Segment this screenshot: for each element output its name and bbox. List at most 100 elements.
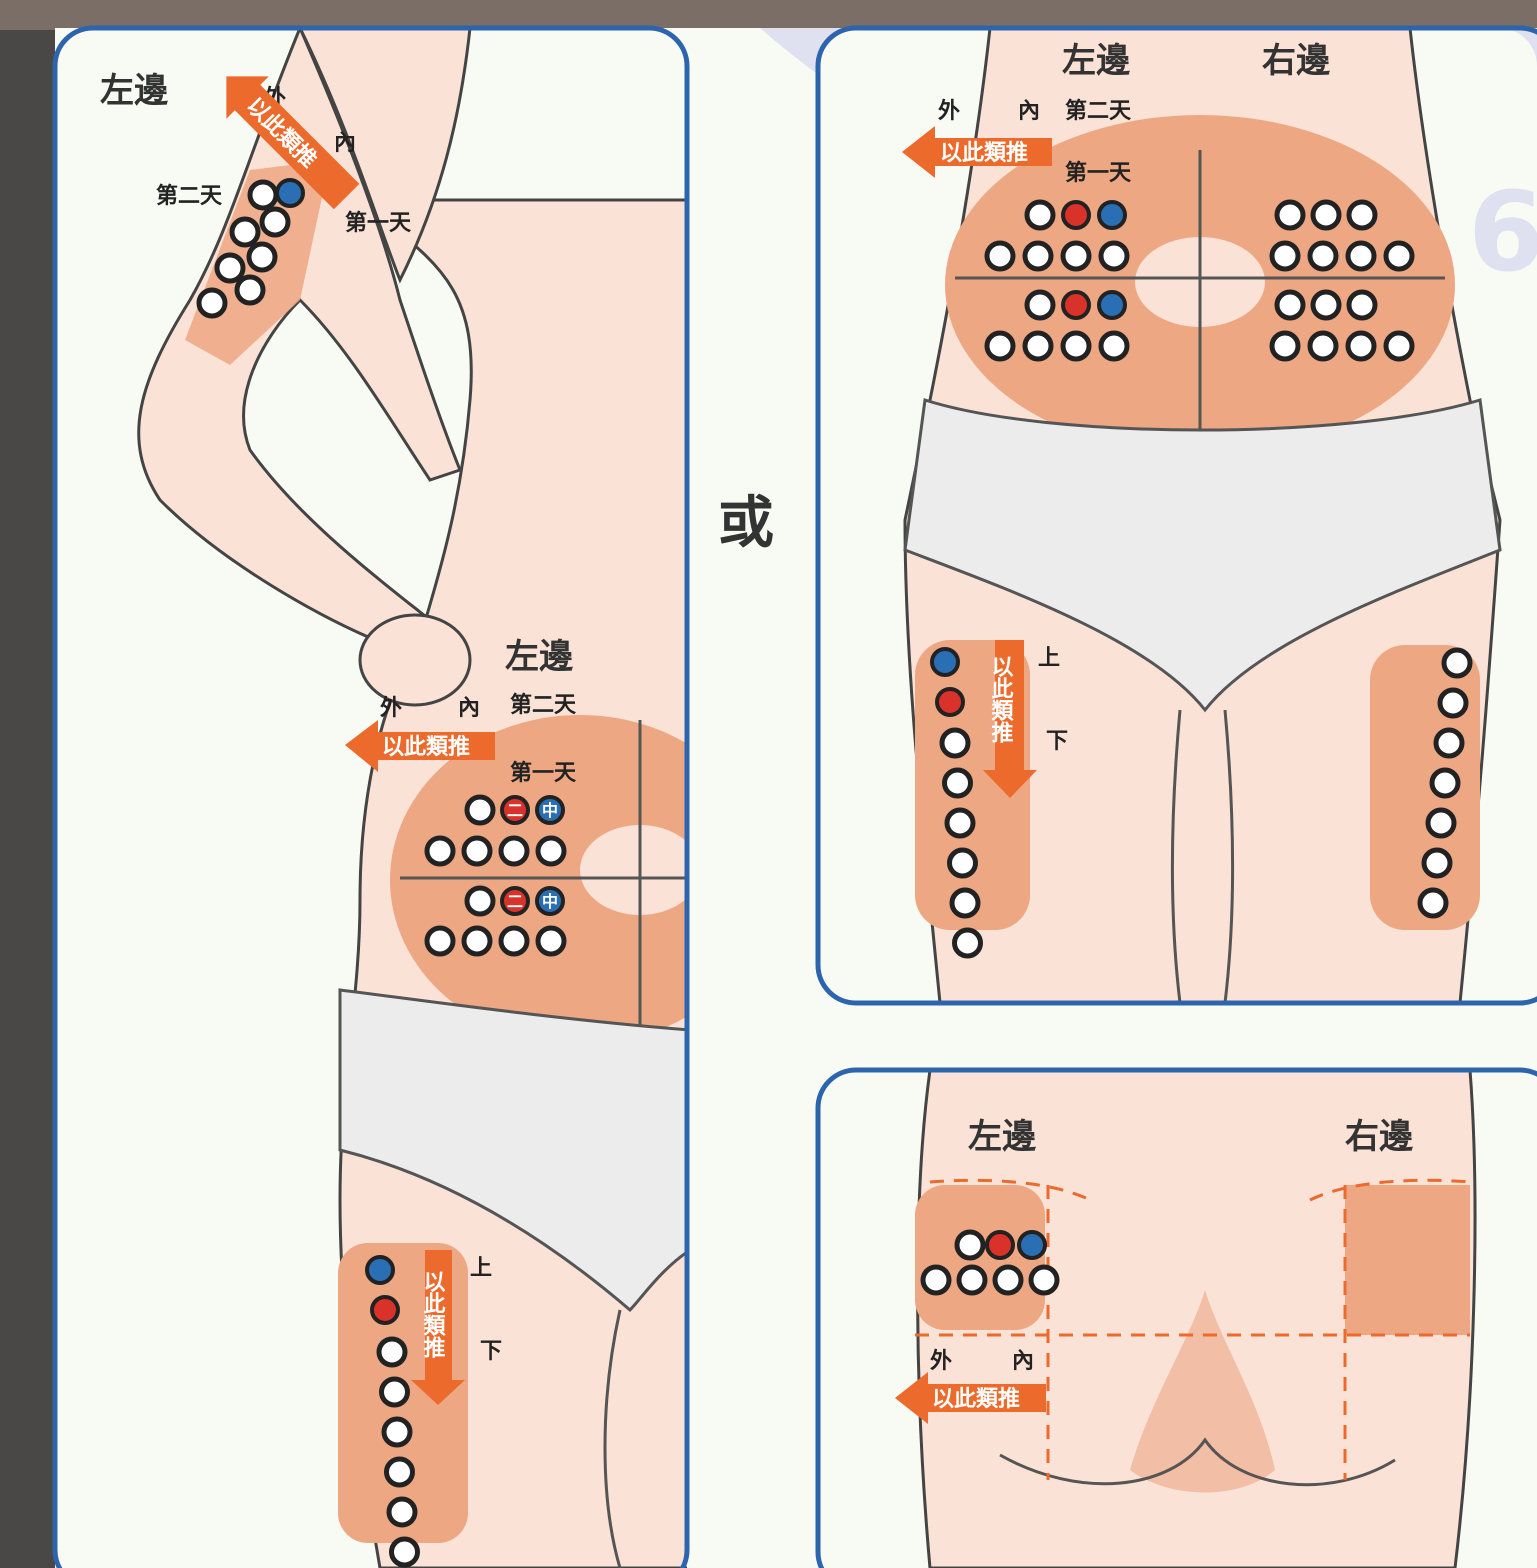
site-dot: [1063, 333, 1089, 359]
site-dot-day1: [932, 649, 958, 675]
site-dot: [249, 244, 275, 270]
site-dot: [945, 770, 971, 796]
site-dot: [389, 1499, 415, 1525]
abdomen-side-label: 左邊: [505, 637, 574, 677]
site-dot: [1386, 243, 1412, 269]
site-dot: [987, 243, 1013, 269]
site-dot: [957, 1232, 983, 1258]
site-dot: [538, 838, 564, 864]
bottom-right-panel-figure: [818, 1070, 1537, 1568]
site-dot: [1027, 202, 1053, 228]
site-dot-day2: [372, 1297, 398, 1323]
site-dot: [1420, 890, 1446, 916]
back-right-zone: [1345, 1185, 1470, 1335]
site-dot: [1313, 202, 1339, 228]
site-dot: [1272, 333, 1298, 359]
site-dot: [217, 255, 243, 281]
abdomen-day1-label: 第一天: [510, 760, 577, 786]
site-dot: [379, 1339, 405, 1365]
site-dot: [1101, 333, 1127, 359]
left-thigh-down-label: 下: [480, 1339, 502, 1364]
arm-side-label: 左邊: [100, 71, 169, 111]
front-right-label: 右邊: [1262, 41, 1331, 81]
site-dot: [1440, 690, 1466, 716]
site-dot-mark: 二: [507, 892, 523, 911]
site-dot-mark: 二: [507, 801, 523, 820]
site-dot: [1444, 650, 1470, 676]
site-dot: [232, 219, 258, 245]
site-dot: [427, 838, 453, 864]
site-dot: [1349, 202, 1375, 228]
site-dot: [392, 1539, 418, 1565]
site-dot-day1: [277, 180, 303, 206]
front-right-thigh-zone: [1370, 645, 1480, 930]
site-dot: [1025, 243, 1051, 269]
back-left-label: 左邊: [968, 1117, 1037, 1157]
site-dot-day1: [367, 1257, 393, 1283]
abdomen-day2-label: 第二天: [510, 692, 577, 718]
site-dot: [1386, 333, 1412, 359]
site-dot: [1277, 202, 1303, 228]
site-dot: [538, 928, 564, 954]
abdomen-arrow-text: 以此類推: [382, 735, 470, 760]
front-thigh-arrow-text: 以此類推: [988, 655, 1014, 743]
site-dot: [1272, 243, 1298, 269]
site-dot: [942, 730, 968, 756]
site-dot: [467, 797, 493, 823]
site-dot: [995, 1267, 1021, 1293]
site-dot-day2: [1063, 292, 1089, 318]
site-dot: [1101, 243, 1127, 269]
site-dot: [1349, 292, 1375, 318]
site-dot: [1313, 292, 1339, 318]
front-day2-label: 第二天: [1065, 98, 1132, 124]
site-dot: [1428, 810, 1454, 836]
site-dot: [1025, 333, 1051, 359]
site-dot: [501, 838, 527, 864]
back-arrow-text: 以此類推: [932, 1387, 1020, 1412]
site-dot: [501, 928, 527, 954]
site-dot: [427, 928, 453, 954]
site-dot: [952, 890, 978, 916]
site-dot: [250, 182, 276, 208]
left-thigh-up-label: 上: [470, 1256, 492, 1281]
site-dot: [1027, 292, 1053, 318]
separator-or: 或: [718, 491, 774, 556]
site-dot: [1031, 1267, 1057, 1293]
site-dot: [1432, 770, 1458, 796]
site-dot: [1348, 243, 1374, 269]
site-dot: [1310, 243, 1336, 269]
site-dot-day2: [937, 689, 963, 715]
back-right-label: 右邊: [1345, 1117, 1414, 1157]
back-inner-label: 內: [1012, 1349, 1034, 1374]
left-thigh-arrow-text: 以此類推: [420, 1270, 446, 1358]
site-dot: [923, 1267, 949, 1293]
arm-inner-label: 內: [334, 131, 356, 156]
site-dot: [959, 1267, 985, 1293]
site-dot-mark: 中: [542, 892, 558, 911]
arm-day2-label: 第二天: [156, 183, 223, 209]
front-left-label: 左邊: [1062, 41, 1131, 81]
site-dot: [1063, 243, 1089, 269]
watermark-digit: 6: [1468, 168, 1537, 296]
front-thigh-down-label: 下: [1046, 729, 1068, 754]
site-dot: [464, 838, 490, 864]
site-dot-day1: [1019, 1232, 1045, 1258]
site-dot: [1310, 333, 1336, 359]
site-dot: [384, 1419, 410, 1445]
site-dot: [237, 277, 263, 303]
site-dot-day1: [1099, 292, 1125, 318]
site-dot-mark: 中: [542, 801, 558, 820]
site-dot: [199, 290, 225, 316]
back-outer-label: 外: [930, 1348, 952, 1374]
front-abdomen-arrow-text: 以此類推: [940, 141, 1028, 166]
front-thigh-up-label: 上: [1038, 646, 1060, 671]
site-dot: [467, 888, 493, 914]
site-dot: [947, 810, 973, 836]
site-dot: [387, 1459, 413, 1485]
site-dot: [950, 850, 976, 876]
site-dot: [382, 1379, 408, 1405]
site-dot: [955, 930, 981, 956]
site-dot: [1424, 850, 1450, 876]
site-dot: [1277, 292, 1303, 318]
